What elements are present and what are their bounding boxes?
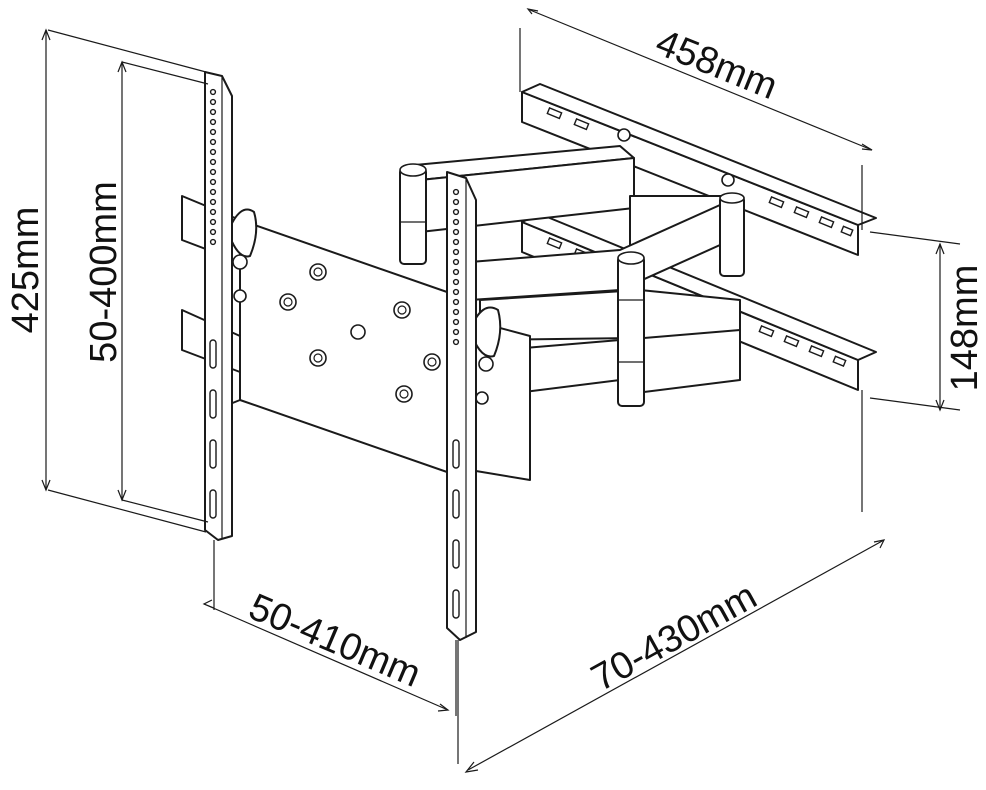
label-horizontal-hole-range: 50-410mm	[243, 586, 427, 696]
dimension-lines	[41, 8, 961, 773]
vesa-screw-knobs	[279, 263, 441, 403]
label-wall-distance-range: 70-430mm	[585, 575, 764, 700]
tv-bracket-right	[446, 171, 477, 641]
tv-adapter-plate	[181, 195, 531, 481]
wall-plate-upper-slots	[546, 107, 854, 237]
tilt-knob-right	[469, 306, 502, 405]
pivot-cylinder-middle	[617, 251, 645, 407]
tv-bracket-left	[204, 71, 233, 541]
pivot-cylinder-left	[399, 163, 427, 265]
label-wall-plate-height: 148mm	[944, 265, 986, 392]
tv-bracket-right-holes	[452, 188, 460, 619]
pivot-cylinder-wall	[719, 192, 745, 277]
label-overall-height: 425mm	[5, 207, 47, 334]
tv-bracket-left-holes	[209, 88, 217, 519]
label-vertical-hole-range: 50-400mm	[83, 181, 125, 363]
label-wall-plate-width: 458mm	[650, 22, 783, 108]
